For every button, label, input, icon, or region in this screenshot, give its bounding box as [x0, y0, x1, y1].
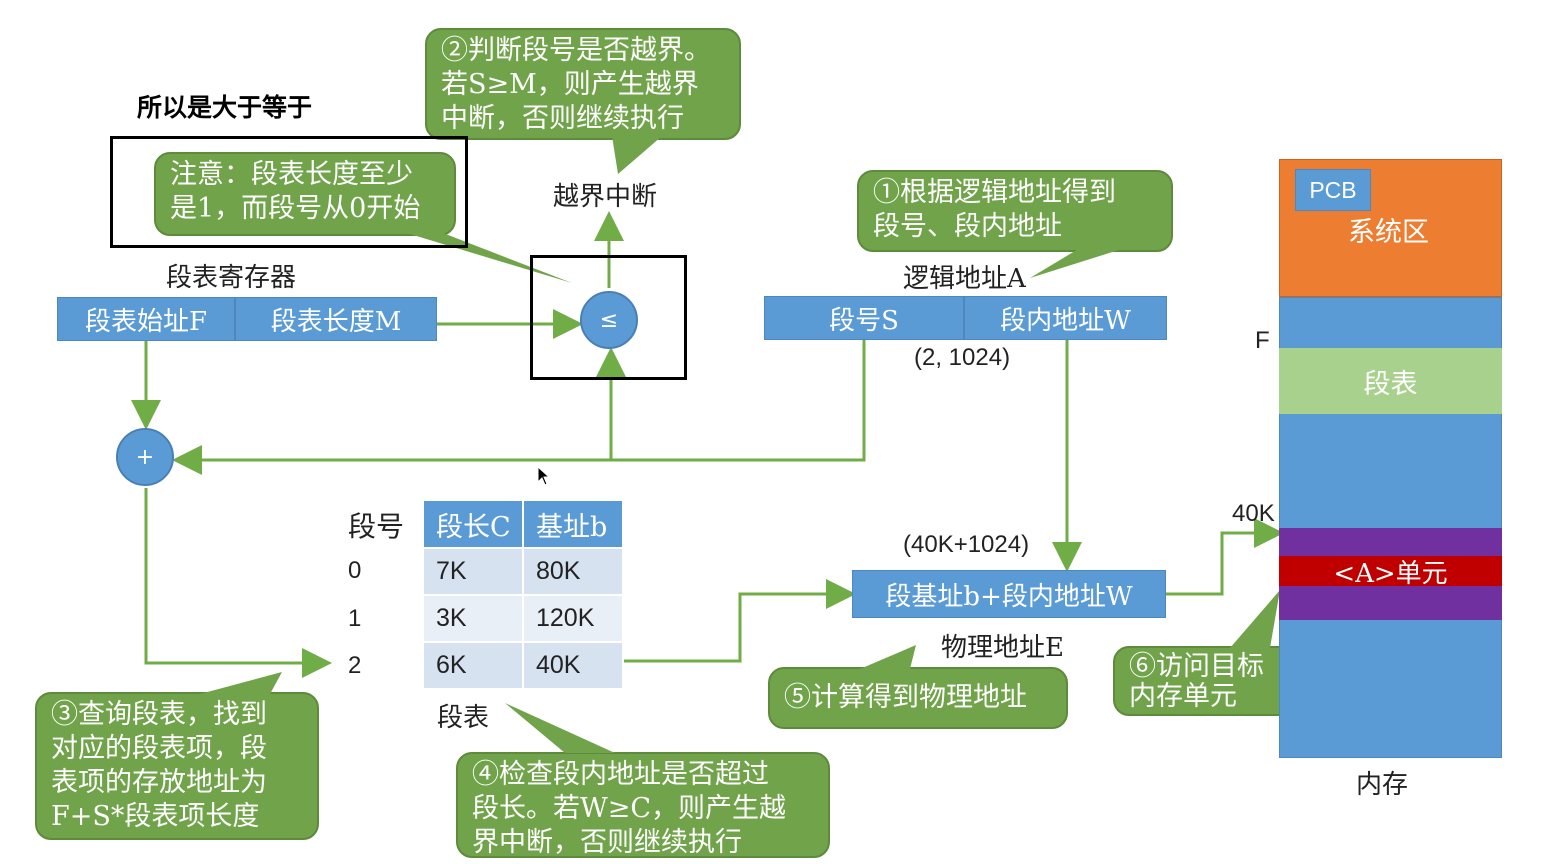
table-row: 6K 40K: [422, 641, 624, 690]
step4-line3: 界中断，否则继续执行: [472, 827, 742, 858]
step4-callout: ④检查段内地址是否超过 段长。若W≥C，则产生越 界中断，否则继续执行: [456, 752, 830, 858]
memory-marker-40k: 40K: [1232, 500, 1275, 527]
header-base: 基址b: [522, 499, 624, 549]
overflow-interrupt-label: 越界中断: [553, 182, 658, 212]
step6-line1: ⑥访问目标: [1129, 651, 1264, 682]
offset-box: 段内地址W: [964, 296, 1167, 340]
segment-no-header: 段号: [348, 510, 405, 543]
cell-base: 40K: [522, 641, 624, 690]
table-row: 7K 80K: [422, 547, 624, 596]
segment-table-register-label: 段表寄存器: [166, 263, 297, 293]
compare-operator: ≤: [580, 291, 638, 349]
step4-line1: ④检查段内地址是否超过: [472, 759, 769, 790]
note-heading: 所以是大于等于: [137, 94, 313, 122]
segment-table-label: 段表: [437, 703, 490, 733]
step2-callout: ②判断段号是否越界。 若S≥M，则产生越界 中断，否则继续执行: [425, 28, 741, 140]
step6-callout: ⑥访问目标 内存单元: [1113, 646, 1297, 716]
table-row: 3K 120K: [422, 594, 624, 643]
cell-base: 80K: [522, 547, 624, 596]
step3-line3: 表项的存放地址为: [51, 767, 267, 798]
step3-line4: F+S*段表项长度: [51, 801, 260, 832]
step2-line3: 中断，否则继续执行: [441, 103, 684, 134]
step3-line2: 对应的段表项，段: [51, 733, 267, 764]
step6-callout-tail: [1230, 590, 1280, 648]
step4-callout-tail: [505, 703, 615, 753]
note-callout: 注意：段表长度至少 是1，而段号从0开始: [154, 152, 456, 236]
memory-purple-bottom: [1279, 586, 1502, 620]
target-unit: <A>单元: [1279, 556, 1502, 589]
step1-line1: ①根据逻辑地址得到: [873, 177, 1116, 208]
logical-address-value: (2, 1024): [914, 344, 1011, 371]
row-id-0: 0: [348, 557, 362, 584]
row-id-1: 1: [348, 605, 362, 632]
physical-address-value: (40K+1024): [903, 531, 1030, 558]
row-id-2: 2: [348, 652, 362, 679]
system-area: PCB 系统区: [1279, 159, 1502, 297]
mouse-cursor-icon: [537, 466, 551, 486]
logical-address-label: 逻辑地址A: [903, 264, 1026, 294]
step1-callout: ①根据逻辑地址得到 段号、段内地址: [857, 170, 1173, 252]
table-header-row: 段长C 基址b: [422, 499, 624, 549]
segment-no-box: 段号S: [764, 296, 964, 340]
cell-length: 7K: [422, 547, 524, 596]
step5-callout: ⑤计算得到物理地址: [768, 667, 1068, 729]
memory-label: 内存: [1356, 770, 1409, 800]
compare-highlight-frame: [530, 255, 687, 380]
note-callout-tail: [390, 228, 572, 283]
step2-line1: ②判断段号是否越界。: [441, 35, 711, 66]
pcb-box: PCB: [1295, 169, 1371, 211]
header-length: 段长C: [422, 499, 524, 549]
memory-purple-top: [1279, 528, 1502, 556]
memory-segment-table: 段表: [1279, 348, 1502, 414]
step5-callout-tail: [860, 645, 916, 669]
table-start-box: 段表始址F: [57, 297, 235, 341]
memory-marker-f: F: [1255, 327, 1270, 354]
step1-line2: 段号、段内地址: [873, 211, 1062, 242]
physical-address-label: 物理地址E: [941, 633, 1064, 663]
step2-callout-tail: [612, 136, 662, 174]
step3-line1: ③查询段表，找到: [51, 699, 267, 730]
cell-length: 3K: [422, 594, 524, 643]
note-highlight-frame: [110, 136, 468, 248]
step2-line2: 若S≥M，则产生越界: [441, 69, 699, 100]
cell-base: 120K: [522, 594, 624, 643]
segment-table: 段长C 基址b 7K 80K 3K 120K 6K 40K: [422, 499, 624, 690]
add-operator: +: [116, 428, 174, 486]
table-length-box: 段表长度M: [235, 297, 437, 341]
step4-line2: 段长。若W≥C，则产生越: [472, 793, 787, 824]
cell-length: 6K: [422, 641, 524, 690]
system-area-label: 系统区: [1348, 217, 1429, 248]
step3-callout-tail: [200, 672, 282, 694]
step1-callout-tail: [1030, 248, 1125, 278]
note-line1: 注意：段表长度至少: [170, 159, 413, 190]
step3-callout: ③查询段表，找到 对应的段表项，段 表项的存放地址为 F+S*段表项长度: [35, 692, 319, 840]
note-line2: 是1，而段号从0开始: [170, 193, 421, 224]
step6-line2: 内存单元: [1129, 681, 1237, 712]
physical-calc-box: 段基址b+段内地址W: [852, 570, 1166, 618]
step5-line1: ⑤计算得到物理地址: [784, 682, 1027, 713]
